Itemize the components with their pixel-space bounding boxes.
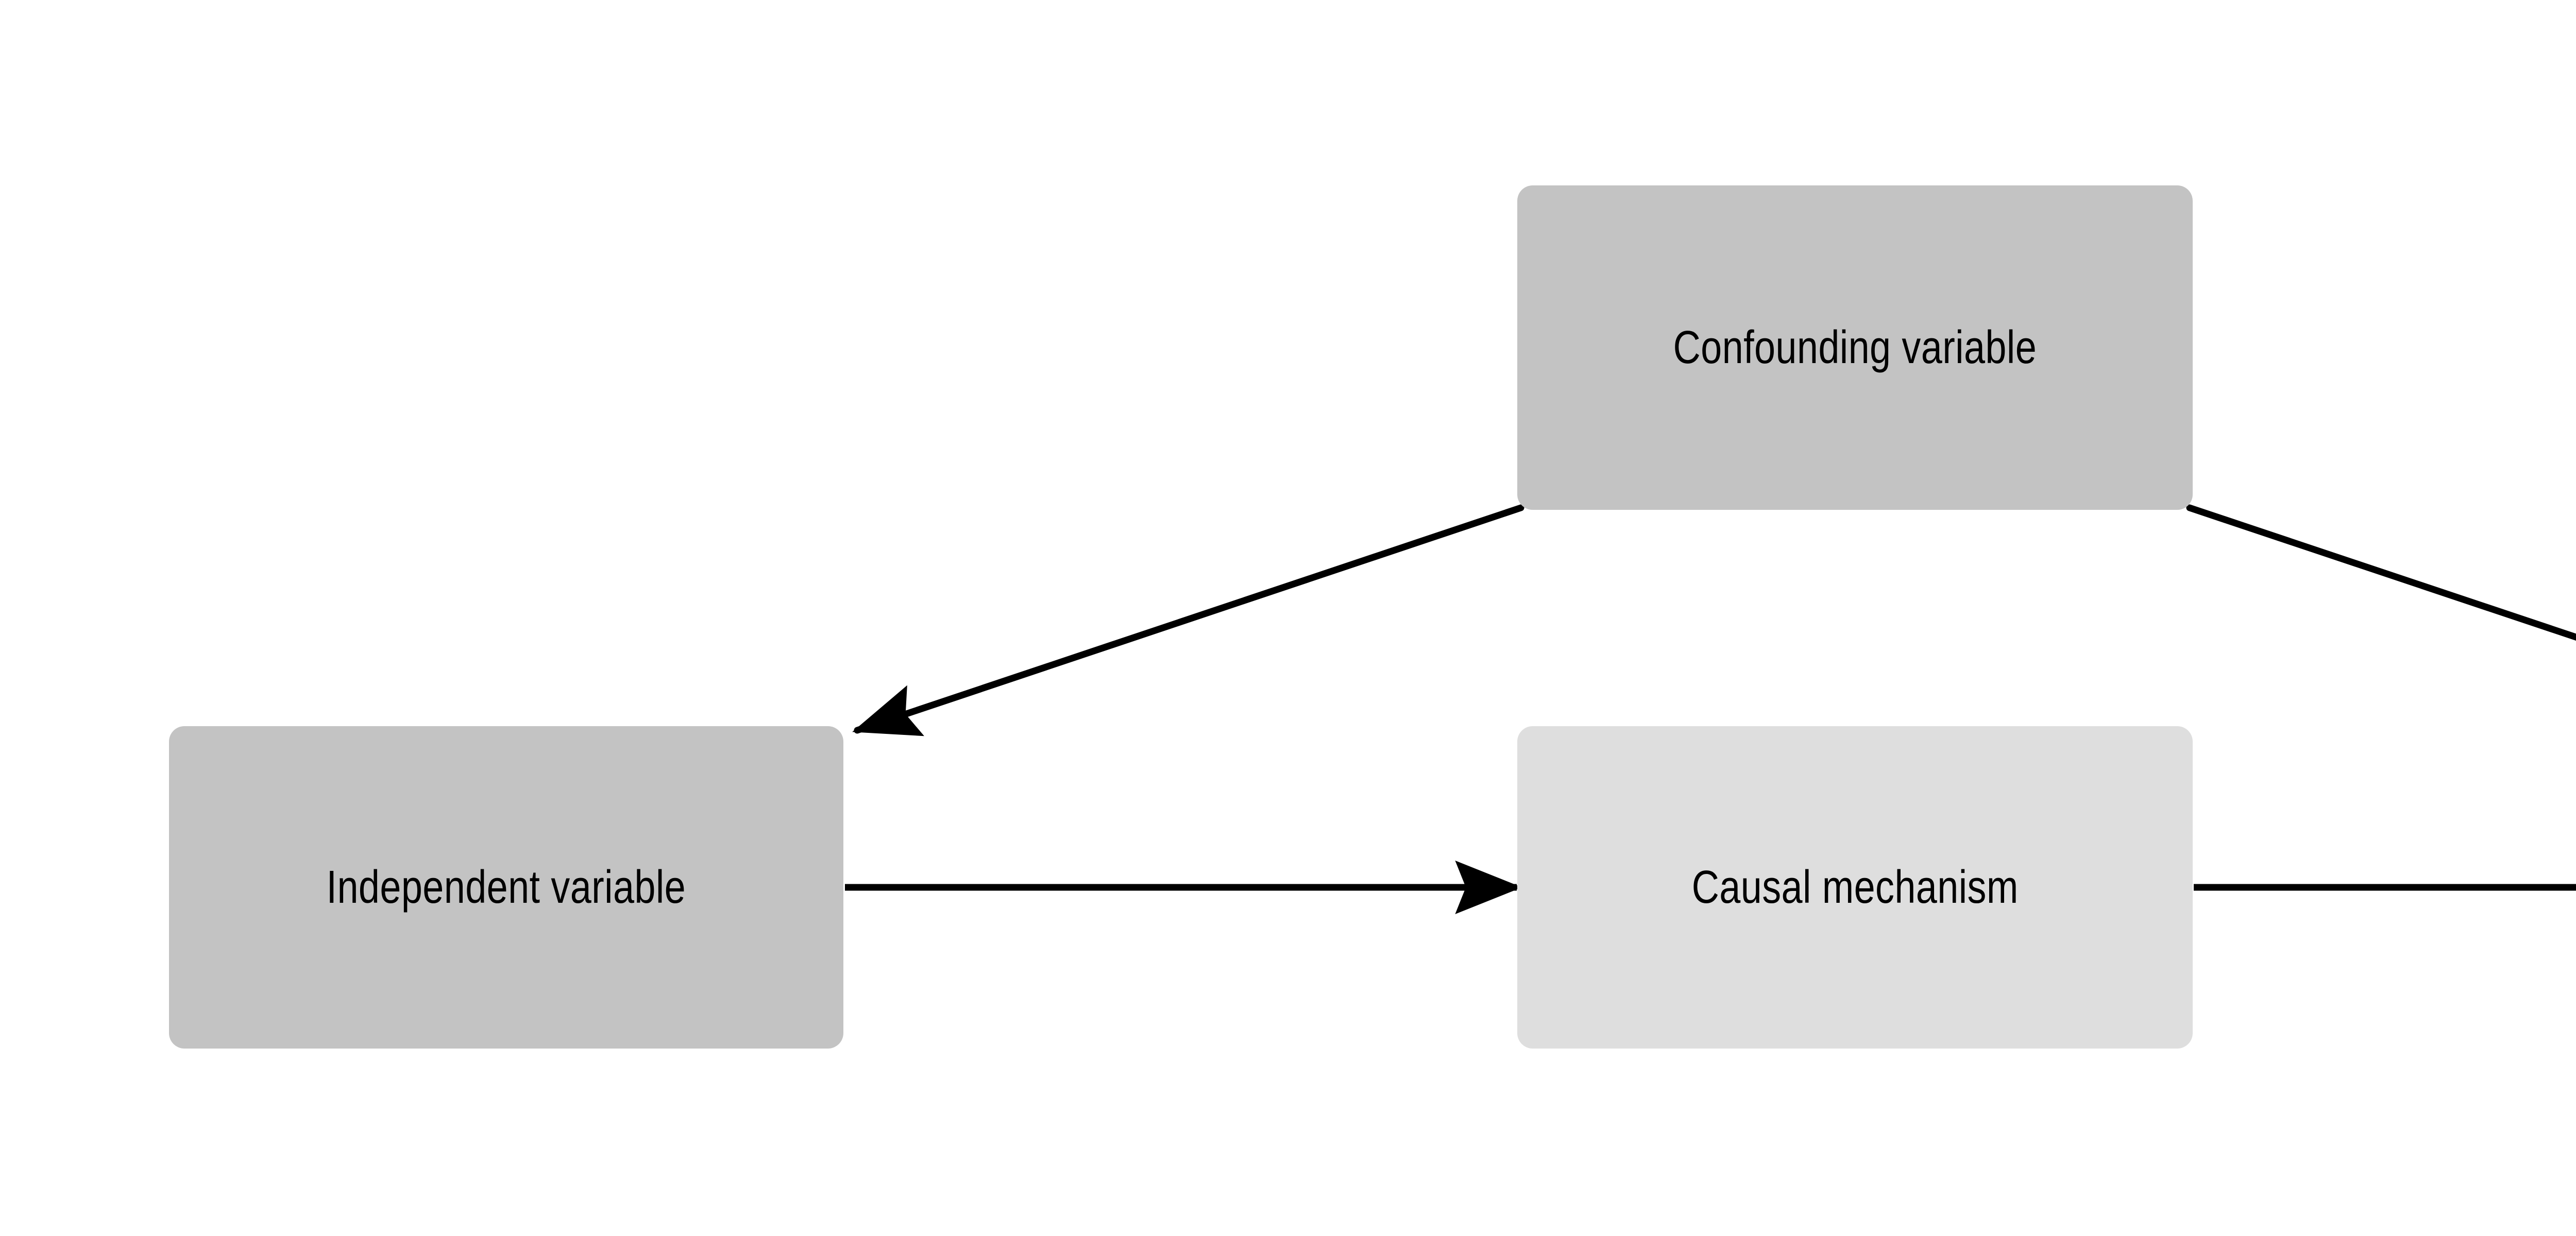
edge-confounding-to-dependent (2186, 504, 2576, 641)
node-causal-mechanism-label: Causal mechanism (1691, 861, 2019, 913)
node-causal-mechanism[interactable]: Causal mechanism (1517, 726, 2193, 1049)
node-confounding-variable-label: Confounding variable (1673, 321, 2037, 373)
node-confounding-variable[interactable]: Confounding variable (1517, 185, 2193, 510)
node-independent-variable-label: Independent variable (326, 861, 686, 913)
node-independent-variable[interactable]: Independent variable (169, 726, 843, 1049)
edge-confounding-to-independent (852, 504, 1524, 736)
